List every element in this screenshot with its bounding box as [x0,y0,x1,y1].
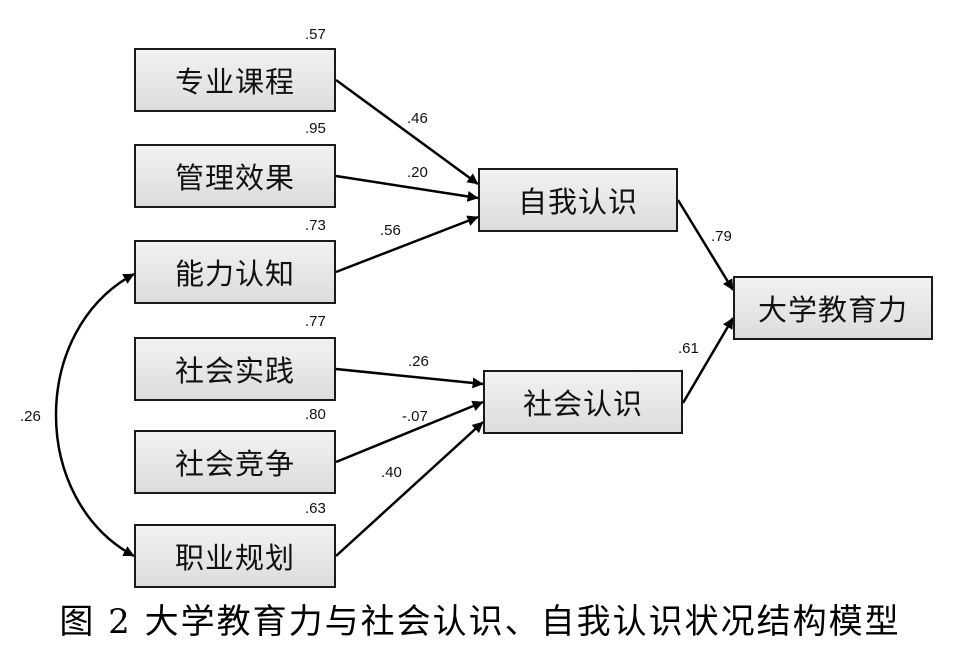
coef-label-ziwo-to-daxue: .79 [711,228,732,245]
path-arrow-ziwo-to-daxue [676,199,735,291]
node-zhiye-guihua: 职业规划 [134,524,336,588]
covariance-label: .26 [20,408,41,425]
variance-label-nengli: .73 [305,217,326,234]
variance-label-jingzheng: .80 [305,406,326,423]
path-arrow-jingzheng-to-shehui [335,400,484,464]
node-zhuanye-kecheng: 专业课程 [134,48,336,112]
figure-caption: 图 2 大学教育力与社会认识、自我认识状况结构模型 [59,602,901,642]
path-arrow-zhuanye-to-ziwo [335,78,479,186]
node-ziwo-renshi: 自我认识 [478,168,678,232]
coef-label-nengli-to-ziwo: .56 [380,222,401,239]
variance-label-guihua: .63 [305,500,326,517]
node-nengli-renzhi: 能力认知 [134,240,336,304]
variance-label-zhuanye: .57 [305,26,326,43]
covariance-curve-nengli-guihua [54,272,135,558]
coef-label-shijian-to-shehui: .26 [408,353,429,370]
coef-label-shehui-to-daxue: .61 [678,340,699,357]
node-daxue-jiaoyuli: 大学教育力 [733,276,933,340]
coef-label-guanli-to-ziwo: .20 [407,164,428,181]
path-arrow-shehui-to-daxue [681,317,735,404]
node-shehui-jingzheng: 社会竞争 [134,430,336,494]
variance-label-shijian: .77 [305,313,326,330]
path-arrow-nengli-to-ziwo [335,215,479,274]
node-shehui-renshi: 社会认识 [483,370,683,434]
variance-label-guanli: .95 [305,120,326,137]
coef-label-zhuanye-to-ziwo: .46 [407,110,428,127]
node-shehui-shijian: 社会实践 [134,337,336,401]
path-arrow-guanli-to-ziwo [335,174,479,202]
coef-label-jingzheng-to-shehui: -.07 [402,408,428,425]
node-guanli-xiaoguo: 管理效果 [134,144,336,208]
coef-label-guihua-to-shehui: .40 [381,464,402,481]
path-arrow-guihua-to-shehui [335,421,484,557]
path-arrow-shijian-to-shehui [335,367,484,389]
